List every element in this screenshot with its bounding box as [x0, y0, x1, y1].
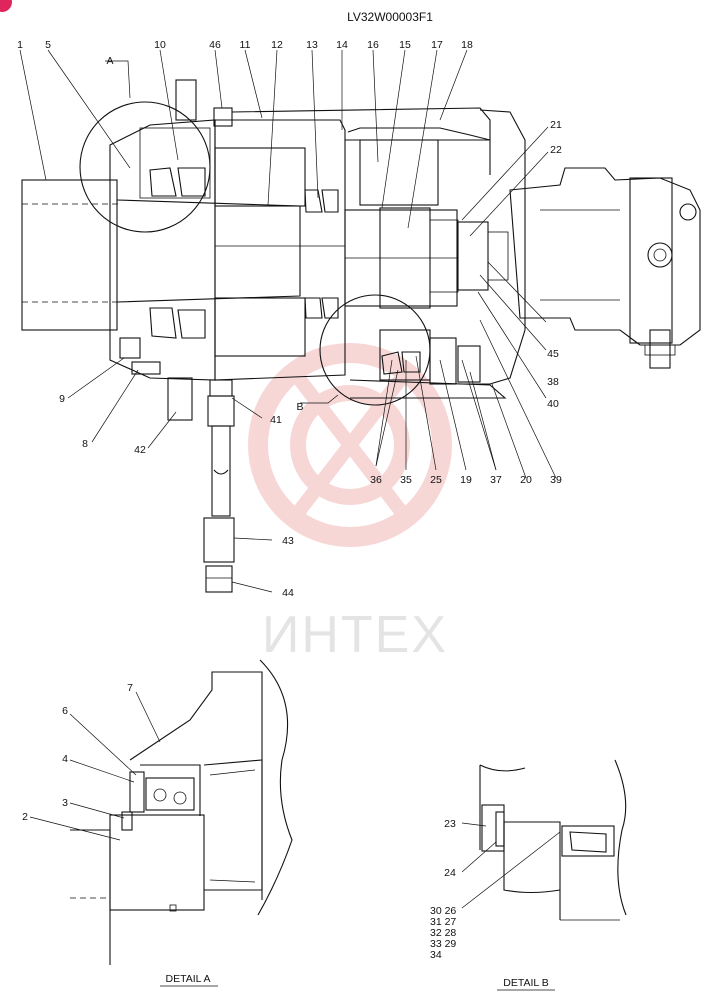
- detail-a-labels: 7 6 4 3 2 DETAIL A: [22, 682, 218, 987]
- detail-a-leaders: [29, 691, 161, 841]
- detail-b-leaders: [461, 822, 561, 909]
- part-label: 7: [127, 682, 133, 694]
- detail-b-labels: 23 24 30 26 31 27 32 28 33 29 34 DETAIL …: [430, 818, 555, 991]
- part-label: 4: [62, 753, 68, 765]
- main-part-labels: 1 5 10 46 11 12 13 14 16 15 17 18 21 22 …: [17, 39, 562, 599]
- leader-lines: [19, 49, 557, 593]
- part-label: 20: [520, 474, 532, 486]
- part-label: 24: [444, 867, 456, 879]
- part-label: 39: [550, 474, 562, 486]
- parts-group-line: 31 27: [430, 916, 456, 928]
- main-assembly: [21, 79, 701, 593]
- part-label: 40: [547, 398, 559, 410]
- part-label: 8: [82, 438, 88, 450]
- watermark-text: ИНТЕХ: [262, 606, 448, 664]
- detail-a-caption: DETAIL A: [166, 973, 211, 985]
- watermark: ИНТЕХ: [248, 343, 452, 664]
- part-label: 10: [154, 39, 166, 51]
- corner-badge: [0, 0, 12, 12]
- part-label: 15: [399, 39, 411, 51]
- part-label: 5: [45, 39, 51, 51]
- part-label: 12: [271, 39, 283, 51]
- parts-group-line: 30 26: [430, 905, 456, 917]
- part-label: 19: [460, 474, 472, 486]
- part-label: 23: [444, 818, 456, 830]
- part-label: 37: [490, 474, 502, 486]
- part-label: 6: [62, 705, 68, 717]
- part-label: 36: [370, 474, 382, 486]
- part-label: 14: [336, 39, 348, 51]
- part-label: 17: [431, 39, 443, 51]
- part-label: 13: [306, 39, 318, 51]
- detail-b-drawing: [479, 759, 627, 921]
- part-label: 22: [550, 144, 562, 156]
- part-label: 11: [240, 39, 251, 51]
- part-label: 38: [547, 376, 559, 388]
- part-label: 43: [282, 535, 294, 547]
- part-label: 1: [17, 39, 23, 51]
- detail-ref-b: B: [296, 401, 303, 413]
- part-label: 41: [270, 414, 282, 426]
- parts-group-line: 33 29: [430, 938, 456, 950]
- detail-a-drawing: [70, 659, 293, 965]
- part-label: 3: [62, 797, 68, 809]
- part-label: 16: [367, 39, 379, 51]
- part-label: 2: [22, 811, 28, 823]
- part-label: 21: [550, 119, 562, 131]
- part-label: 42: [134, 444, 146, 456]
- part-label: 9: [59, 393, 65, 405]
- part-label: 44: [282, 587, 294, 599]
- part-label: 18: [461, 39, 473, 51]
- parts-group-line: 34: [430, 949, 442, 961]
- part-label: 35: [400, 474, 412, 486]
- diagram-title: LV32W00003F1: [347, 10, 433, 24]
- part-label: 46: [209, 39, 221, 51]
- part-label: 25: [430, 474, 442, 486]
- detail-ref-a: A: [106, 55, 113, 67]
- part-label: 45: [547, 348, 559, 360]
- parts-group-line: 32 28: [430, 927, 456, 939]
- detail-b-caption: DETAIL B: [503, 977, 549, 989]
